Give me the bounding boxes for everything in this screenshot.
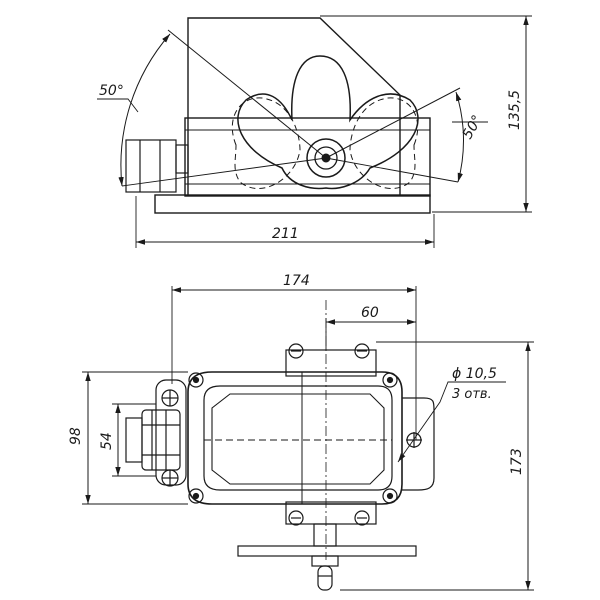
side-housing xyxy=(187,17,401,195)
hole-diameter-label: ϕ 10,5 xyxy=(452,366,497,382)
side-view xyxy=(97,15,532,248)
top-lower-flange xyxy=(285,501,377,525)
hole-count-label: 3 отв. xyxy=(452,387,492,402)
dim-98-label: 98 xyxy=(68,427,84,445)
angle-line-left xyxy=(167,29,327,159)
top-left-lug xyxy=(155,379,187,486)
side-hub-outer xyxy=(306,138,346,178)
side-cover xyxy=(184,117,431,197)
top-housing-inner xyxy=(203,385,393,491)
angle-label-left: 50° xyxy=(99,83,124,99)
angle-arc-right xyxy=(455,91,464,183)
side-base-plate xyxy=(154,194,431,214)
dim-135-label: 135,5 xyxy=(507,90,523,130)
top-housing-outer xyxy=(187,371,403,505)
top-corner-bolts xyxy=(188,372,398,504)
top-lever-assembly xyxy=(237,523,417,591)
angle-line-right xyxy=(325,87,461,159)
side-lever-cross xyxy=(237,55,419,190)
dim-173-label: 173 xyxy=(509,448,525,475)
side-lever-alt-positions xyxy=(231,97,419,189)
dim-54-label: 54 xyxy=(99,432,115,450)
hole-callout-leader xyxy=(397,381,506,463)
side-hub-inner xyxy=(314,146,338,170)
dim-174-label: 174 xyxy=(283,273,310,289)
top-view xyxy=(82,286,534,591)
top-upper-flange xyxy=(285,349,377,377)
dim-60-label: 60 xyxy=(361,305,379,321)
top-housing-recess xyxy=(211,393,385,485)
top-right-lug xyxy=(402,397,435,491)
dim-211-label: 211 xyxy=(272,226,299,242)
top-flange-bolts xyxy=(288,343,370,526)
top-cable-gland xyxy=(125,409,181,471)
angle-arc-left xyxy=(118,33,171,187)
